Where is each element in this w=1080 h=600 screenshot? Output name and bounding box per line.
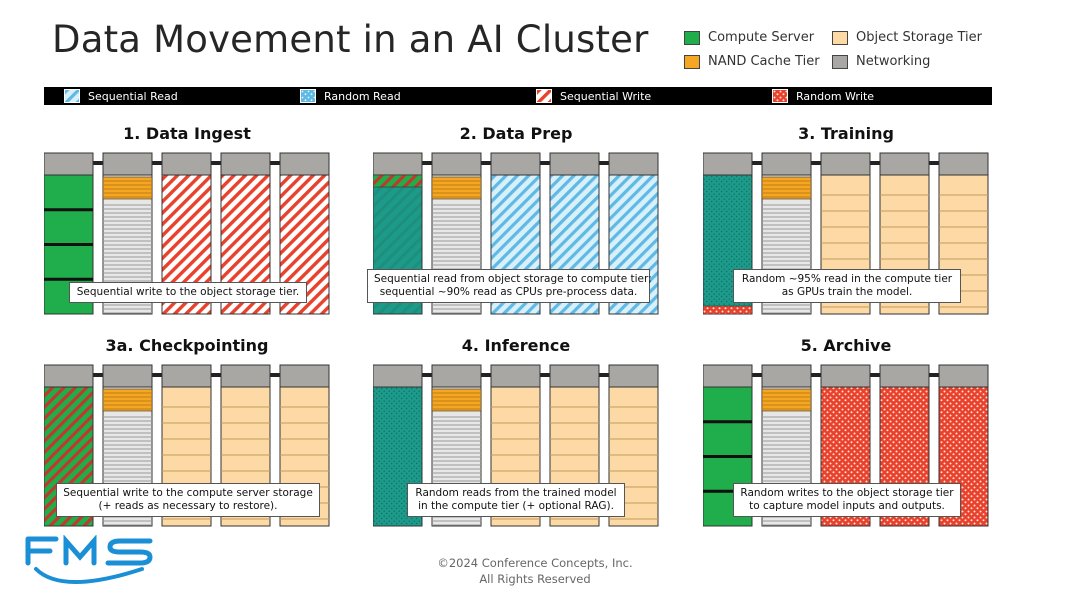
seq-write-swatch <box>536 89 552 103</box>
network-switch <box>102 364 153 388</box>
panel-heading: 2. Data Prep <box>459 124 573 143</box>
fms-logo <box>22 534 162 600</box>
network-switch <box>879 152 930 176</box>
callout-line: Sequential read from object storage to c… <box>374 273 652 285</box>
pattern-legend-bar: Sequential Read Random Read Sequential W… <box>44 87 992 105</box>
network-switch <box>490 152 541 176</box>
nand-cache-block <box>431 176 482 200</box>
object-swatch <box>832 30 848 45</box>
network-switch <box>761 364 812 388</box>
network-switch <box>820 152 871 176</box>
network-switch <box>820 364 871 388</box>
panel-heading: 5. Archive <box>800 336 892 355</box>
callout-line: Sequential write to the object storage t… <box>76 286 300 298</box>
legend-compute: Compute Server <box>684 30 814 45</box>
network-switch <box>431 364 482 388</box>
legend-object-label: Object Storage Tier <box>856 30 982 45</box>
panel-callout: Sequential read from object storage to c… <box>367 269 652 303</box>
panel-heading: 4. Inference <box>461 336 571 355</box>
fms-logo-mark <box>25 534 153 584</box>
panel-heading: 3. Training <box>798 124 894 143</box>
network-switch <box>161 364 212 388</box>
callout-line: in the compute tier (+ optional RAG). <box>418 500 614 512</box>
copyright-footer: ©2024 Conference Concepts, Inc. All Righ… <box>420 555 650 587</box>
network-switch <box>431 152 482 176</box>
panel-callout: Random reads from the trained model in t… <box>407 483 625 517</box>
panel-callout: Random writes to the object storage tier… <box>733 483 961 517</box>
network-switch <box>161 152 212 176</box>
network-swatch <box>832 54 848 69</box>
callout-line: to capture model inputs and outputs. <box>749 500 945 512</box>
panel-data-ingest: 1. Data Ingest Sequential write to the o… <box>44 124 330 324</box>
panel-callout: Random ~95% read in the compute tier as … <box>733 269 961 303</box>
pattern-rand-write: Random Write <box>772 89 874 103</box>
pattern-rand-write-label: Random Write <box>796 89 875 103</box>
nand-cache-block <box>761 176 812 200</box>
network-switch <box>549 152 600 176</box>
legend-object: Object Storage Tier <box>832 30 982 45</box>
callout-line: sequential ~90% read as CPUs pre-process… <box>379 286 638 298</box>
nand-cache-block <box>102 388 153 412</box>
network-switch <box>279 364 330 388</box>
callout-line: Random writes to the object storage tier <box>740 487 954 499</box>
compute-write-band <box>703 305 753 315</box>
pattern-rand-read: Random Read <box>300 89 401 103</box>
network-switch <box>490 364 541 388</box>
pattern-seq-write: Sequential Write <box>536 89 651 103</box>
pattern-seq-read: Sequential Read <box>64 89 178 103</box>
network-switch <box>703 364 753 388</box>
pattern-seq-read-label: Sequential Read <box>88 89 178 103</box>
pattern-rand-read-label: Random Read <box>324 89 401 103</box>
legend-network: Networking <box>832 54 930 69</box>
network-switch <box>761 152 812 176</box>
legend-nand: NAND Cache Tier <box>684 54 820 69</box>
network-switch <box>279 152 330 176</box>
nand-cache-block <box>761 388 812 412</box>
panel-data-prep: 2. Data Prep Sequential read from object… <box>367 124 659 324</box>
pattern-seq-write-label: Sequential Write <box>560 89 652 103</box>
page-title: Data Movement in an AI Cluster <box>52 18 649 61</box>
network-switch <box>44 152 94 176</box>
network-switch <box>44 364 94 388</box>
legend-compute-label: Compute Server <box>708 30 815 45</box>
panel-heading: 1. Data Ingest <box>123 124 251 143</box>
rand-write-swatch <box>772 89 788 103</box>
panel-heading: 3a. Checkpointing <box>105 336 269 355</box>
legend-nand-label: NAND Cache Tier <box>708 54 820 69</box>
panel-archive: 5. Archive Random writes to the object s… <box>703 336 989 536</box>
nand-cache-block <box>431 388 482 412</box>
network-switch <box>608 152 659 176</box>
panel-checkpointing: 3a. Checkpointing Sequential write to th… <box>44 336 330 536</box>
panel-callout: Sequential write to the object storage t… <box>69 282 307 303</box>
network-switch <box>102 152 153 176</box>
panel-callout: Sequential write to the compute server s… <box>56 483 320 517</box>
network-switch <box>373 152 423 176</box>
panel-training: 3. Training Random ~95% read in the comp… <box>703 124 989 324</box>
rights-line: All Rights Reserved <box>479 572 591 586</box>
seq-read-swatch <box>64 89 80 103</box>
callout-line: (+ reads as necessary to restore). <box>98 500 278 512</box>
rand-read-swatch <box>300 89 316 103</box>
compute-write-band <box>373 174 423 188</box>
network-switch <box>703 152 753 176</box>
callout-line: Random reads from the trained model <box>415 487 617 499</box>
legend: Compute Server Object Storage Tier NAND … <box>684 30 1004 74</box>
panel-inference: 4. Inference Random reads from the train… <box>373 336 659 536</box>
network-switch <box>373 364 423 388</box>
network-switch <box>938 152 989 176</box>
callout-line: as GPUs train the model. <box>781 286 913 298</box>
compute-swatch <box>684 30 700 45</box>
network-switch <box>879 364 930 388</box>
network-switch <box>220 152 271 176</box>
network-switch <box>549 364 600 388</box>
network-switch <box>608 364 659 388</box>
copyright-line: ©2024 Conference Concepts, Inc. <box>437 556 633 570</box>
legend-network-label: Networking <box>856 54 931 69</box>
network-switch <box>938 364 989 388</box>
nand-swatch <box>684 54 700 69</box>
callout-line: Random ~95% read in the compute tier <box>741 273 953 285</box>
network-switch <box>220 364 271 388</box>
callout-line: Sequential write to the compute server s… <box>63 487 313 499</box>
nand-cache-block <box>102 176 153 200</box>
